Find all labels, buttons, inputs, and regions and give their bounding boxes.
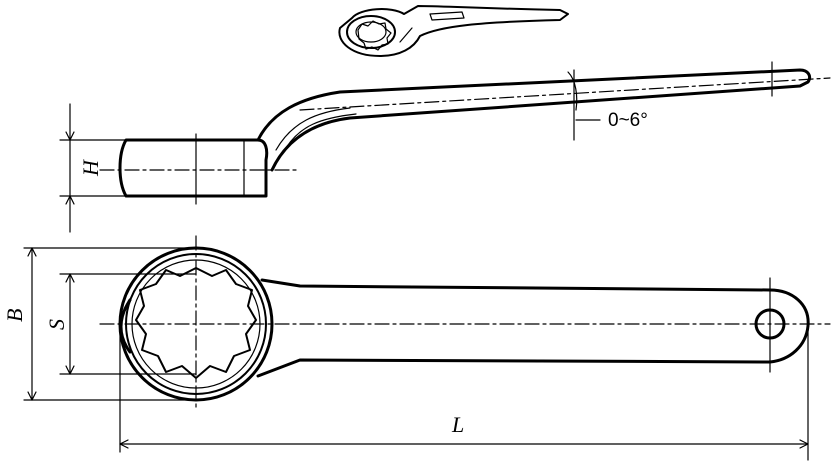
size-label: S (44, 319, 69, 330)
width-outer-label: B (2, 309, 27, 322)
length-label: L (451, 412, 464, 437)
height-label: H (78, 159, 103, 177)
plan-view: B S L (2, 235, 831, 461)
offset-ring-wrench-perspective-icon (338, 5, 569, 57)
angle-label: 0~6° (608, 110, 648, 131)
side-view: 0~6° H (59, 61, 831, 233)
